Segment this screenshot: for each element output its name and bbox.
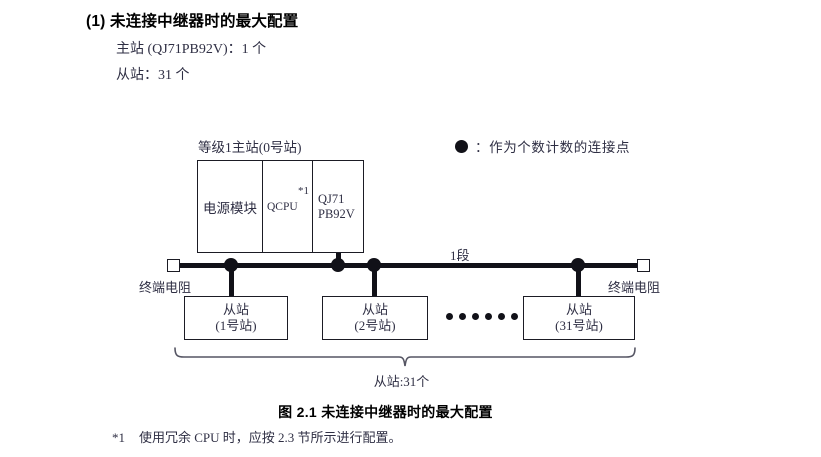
ellipsis-dot [472, 313, 479, 320]
rack-cell-network-module: QJ71 PB92V [312, 161, 363, 252]
rack-cell-power-module: 电源模块 [198, 161, 262, 252]
filled-circle-icon [455, 139, 468, 153]
slave-station-name-2: 从站 [361, 302, 388, 317]
master-station-count-line: 主站 (QJ71PB92V)：1 个 [116, 42, 267, 57]
ellipsis-dot [485, 313, 492, 320]
ellipsis-dot [459, 313, 466, 320]
slave-station-count-line: 从站：31 个 [116, 68, 190, 83]
ellipsis-dots-icon [446, 313, 518, 320]
ellipsis-dot [498, 313, 505, 320]
connection-point-slave-31 [571, 258, 585, 272]
bus-trunk-line [176, 263, 642, 268]
terminating-resistor-right-label: 终端电阻 [608, 280, 661, 295]
power-module-label: 电源模块 [203, 200, 257, 216]
qcpu-footnote-marker: *1 [298, 185, 309, 197]
terminating-resistor-left-label: 终端电阻 [139, 280, 192, 295]
terminating-resistor-right-icon [637, 259, 650, 272]
footnote: *1 使用冗余 CPU 时，应按 2.3 节所示进行配置。 [112, 427, 402, 446]
legend: ：作为个数计数的连接点 [455, 136, 630, 156]
footnote-marker: *1 [112, 430, 125, 445]
slave-station-number-31: (31号站) [555, 318, 603, 333]
slave-2-drop-line [372, 266, 377, 298]
ellipsis-dot [446, 313, 453, 320]
connection-point-slave-1 [224, 258, 238, 272]
slave-station-name-31: 从站 [565, 302, 592, 317]
slave-station-box-2: 从站 (2号站) [322, 296, 428, 340]
terminating-resistor-left-icon [167, 259, 180, 272]
slave-station-name-1: 从站 [222, 302, 249, 317]
qcpu-label: QCPU [267, 200, 298, 213]
footnote-text: 使用冗余 CPU 时，应按 2.3 节所示进行配置。 [139, 430, 402, 445]
connection-point-slave-2 [367, 258, 381, 272]
slave-station-number-2: (2号站) [354, 318, 396, 333]
slave-range-brace [174, 347, 636, 367]
legend-label: ：作为个数计数的连接点 [475, 140, 631, 155]
connection-point-master [331, 258, 345, 272]
slave-station-number-1: (1号站) [215, 318, 257, 333]
segment-label: 1段 [450, 248, 470, 263]
slave-31-drop-line [576, 266, 581, 298]
rack-cell-qcpu: QCPU *1 [262, 161, 312, 252]
slave-station-box-1: 从站 (1号站) [184, 296, 288, 340]
slave-total-label: 从站:31个 [0, 371, 821, 390]
figure-caption: 图 2.1 未连接中继器时的最大配置 [0, 402, 821, 422]
master-station-label: 等级1主站(0号站) [198, 140, 302, 155]
network-module-label: QJ71 PB92V [318, 191, 355, 221]
master-rack: 电源模块 QCPU *1 QJ71 PB92V [197, 160, 364, 253]
slave-total-text: 从站:31个 [373, 374, 430, 389]
figure-caption-text: 图 2.1 未连接中继器时的最大配置 [278, 404, 493, 420]
slave-station-box-31: 从站 (31号站) [523, 296, 635, 340]
page-title: (1) 未连接中继器时的最大配置 [86, 13, 299, 30]
slave-1-drop-line [229, 266, 234, 298]
ellipsis-dot [511, 313, 518, 320]
